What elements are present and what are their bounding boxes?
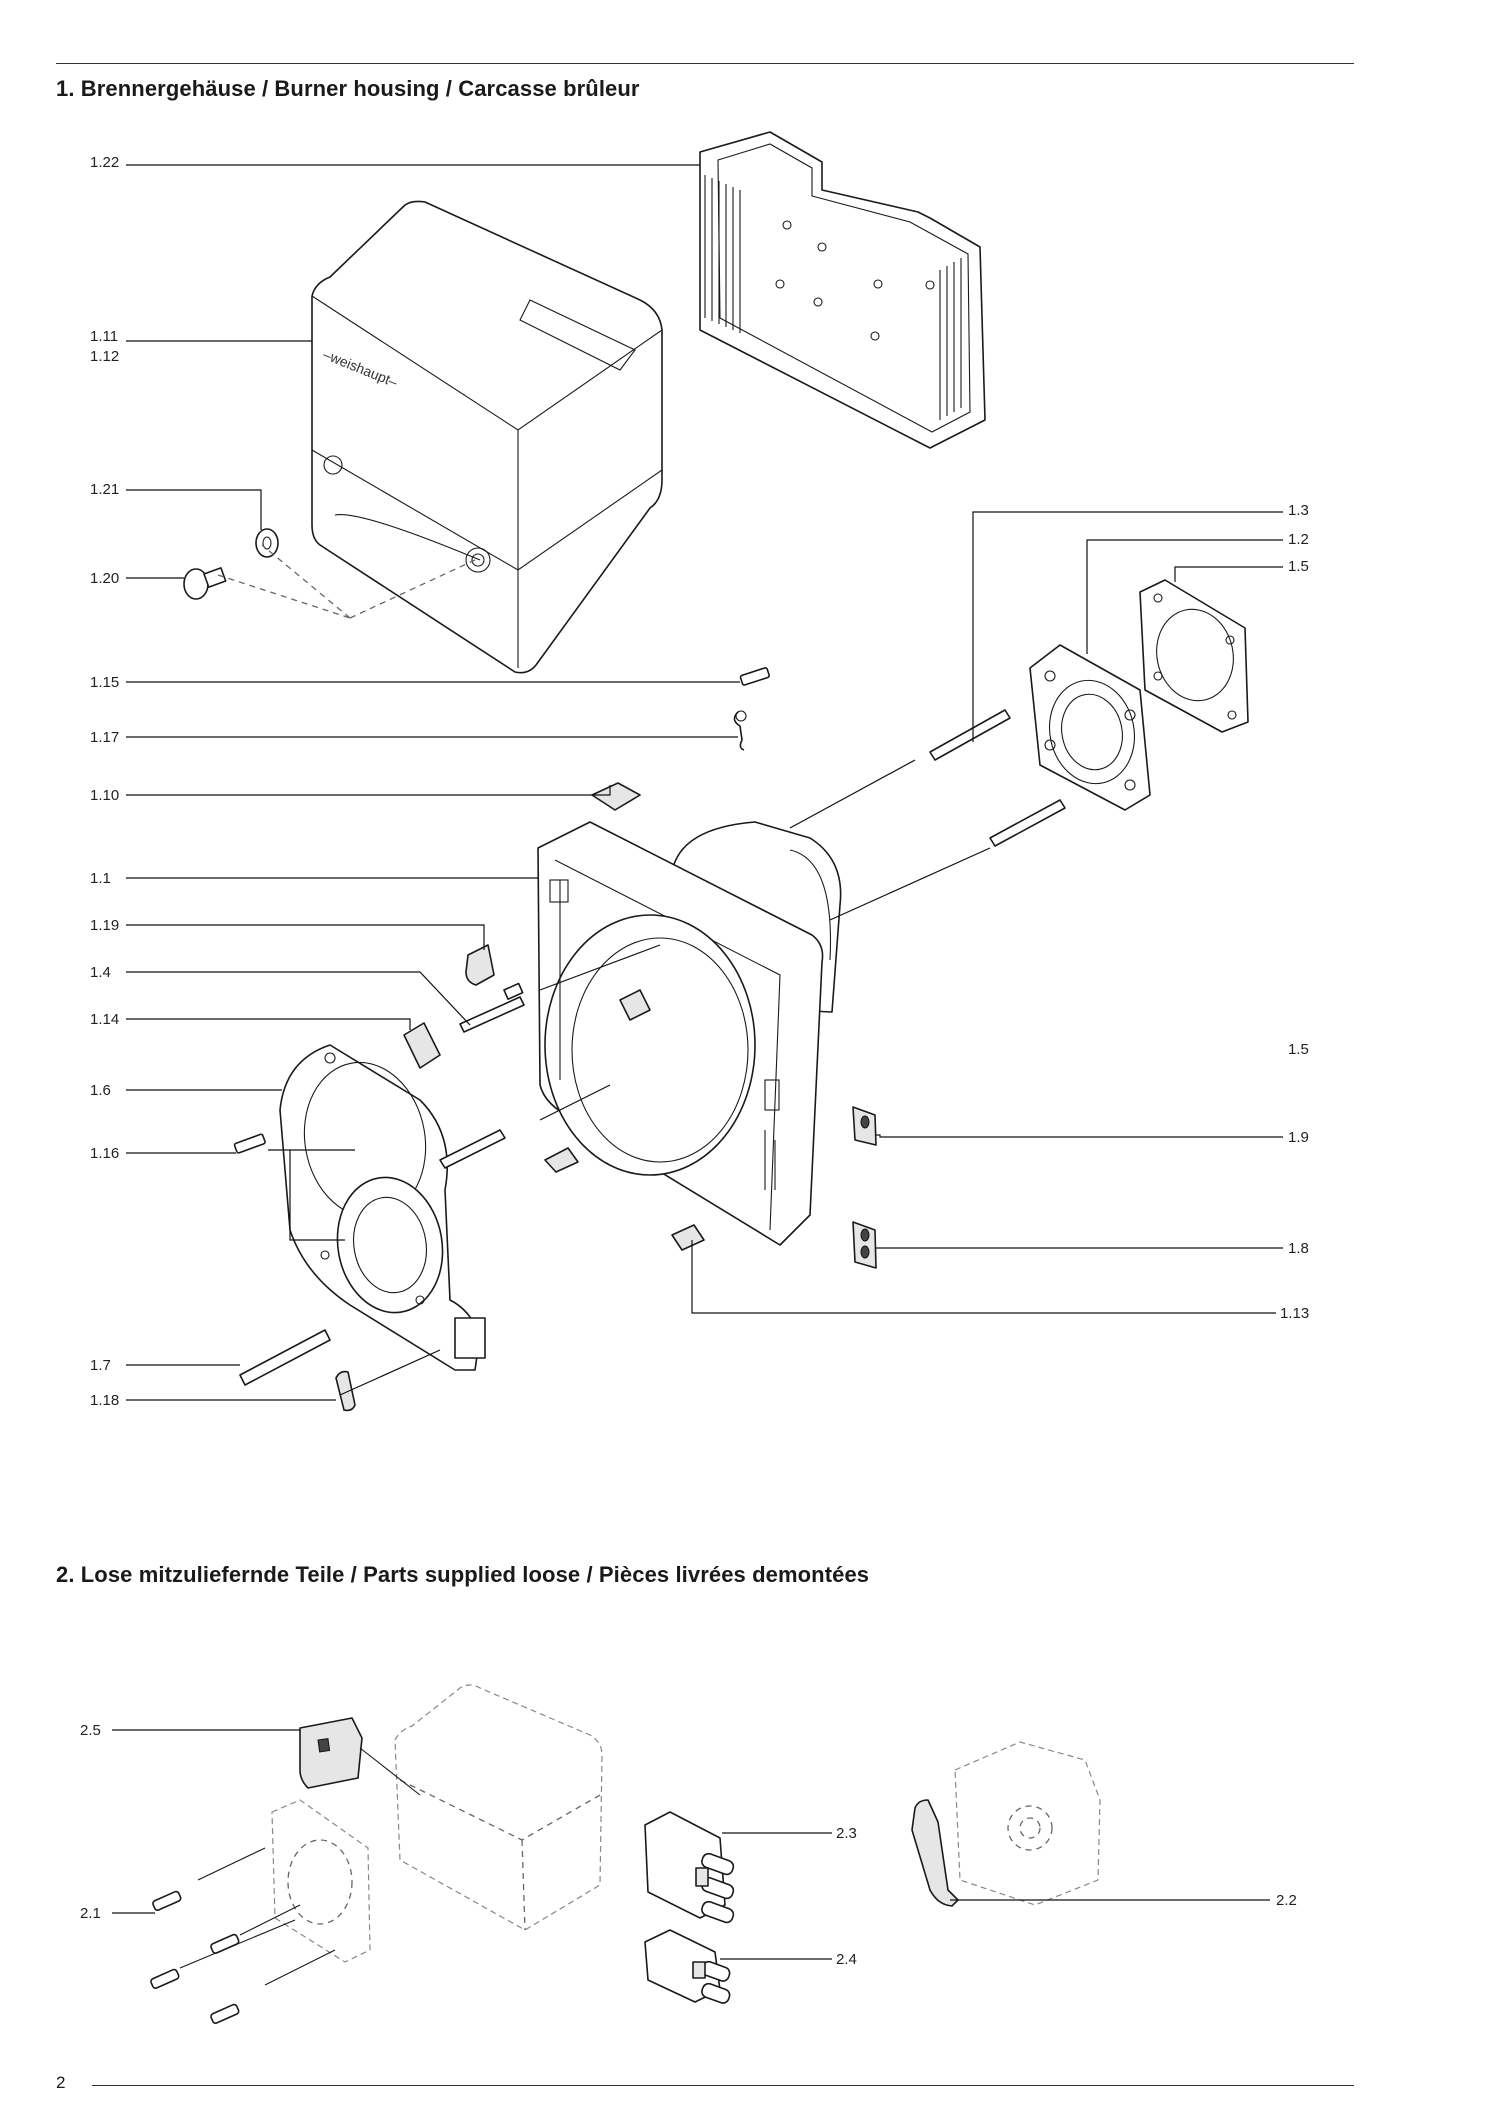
part-1-17-clip (733, 710, 747, 751)
callout-1-22: 1.22 (90, 154, 120, 171)
part-1-18-clip (335, 1370, 356, 1412)
callout-2-4: 2.4 (836, 1951, 857, 1968)
part-1-15-screw (739, 667, 770, 686)
part-1-14-bracket (403, 1022, 441, 1069)
part-1-7-pin (239, 1329, 331, 1386)
section1-title: 1. Brennergehäuse / Burner housing / Car… (56, 76, 640, 101)
part-1-6-flange (279, 1044, 486, 1371)
callout-1-21: 1.21 (90, 481, 120, 498)
callout-1-9: 1.9 (1288, 1129, 1309, 1146)
section2-title: 2. Lose mitzuliefernde Teile / Parts sup… (56, 1562, 870, 1587)
callout-2-1: 2.1 (80, 1905, 101, 1922)
part-2-1-screws (150, 1890, 240, 2024)
reference-valve-dashed (954, 1741, 1101, 1906)
part-1-3-stud-bolts (929, 709, 1066, 847)
callout-1-8: 1.8 (1288, 1240, 1309, 1257)
callout-1-4: 1.4 (90, 964, 111, 981)
part-1-19-tab (465, 944, 495, 986)
part-1-9-clip (852, 1106, 877, 1146)
callout-1-19: 1.19 (90, 917, 120, 934)
part-1-2-adapter-flange (1029, 644, 1151, 811)
callout-2-5: 2.5 (80, 1722, 101, 1739)
page-number: 2 (56, 2073, 66, 2092)
callout-2-2: 2.2 (1276, 1892, 1297, 1909)
leader-lines-section2 (112, 1729, 1270, 1960)
callout-1-5-side: 1.5 (1288, 1041, 1309, 1058)
callout-1-5-gasket: 1.5 (1288, 558, 1309, 575)
part-1-5-gasket (1139, 579, 1249, 733)
part-1-22-rear-cover (699, 131, 986, 449)
callout-1-14: 1.14 (90, 1011, 120, 1028)
callout-1-18: 1.18 (90, 1392, 120, 1409)
part-1-13-clip-lower (544, 1147, 705, 1251)
part-2-4-plug (644, 1929, 731, 2004)
callout-1-12: 1.12 (90, 348, 120, 365)
reference-housing-dashed (394, 1684, 603, 1931)
part-1-4-bolt-lower (439, 1129, 506, 1169)
assembly-line-2-5 (359, 1747, 421, 1796)
leader-lines-section1 (126, 164, 1283, 1401)
callout-1-17: 1.17 (90, 729, 120, 746)
callout-1-3: 1.3 (1288, 502, 1309, 519)
callout-1-13: 1.13 (1280, 1305, 1310, 1322)
part-1-16-screw (233, 1133, 266, 1154)
callout-1-15: 1.15 (90, 674, 120, 691)
part-2-3-plug (644, 1811, 735, 1924)
reference-flange-dashed (271, 1799, 371, 1963)
part-1-20-knurled-screw (183, 567, 227, 600)
callout-1-6: 1.6 (90, 1082, 111, 1099)
callout-1-7: 1.7 (90, 1357, 111, 1374)
assembly-path-1-20 (217, 544, 476, 619)
callout-1-1: 1.1 (90, 870, 111, 887)
bottom-rule (92, 2085, 1354, 2086)
assembly-lines-2-1 (179, 1847, 336, 1986)
part-1-8-clip (852, 1221, 877, 1269)
part-2-2-gasket (911, 1799, 959, 1907)
part-1-10-cover (591, 782, 641, 811)
top-rule (56, 63, 1354, 64)
callout-2-3: 2.3 (836, 1825, 857, 1842)
callout-1-11: 1.11 (90, 328, 119, 345)
part-1-11-hood (311, 200, 663, 674)
callout-1-10: 1.10 (90, 787, 120, 804)
part-1-21-washer (255, 528, 279, 558)
part-2-5-cover (299, 1717, 363, 1789)
callout-1-2: 1.2 (1288, 531, 1309, 548)
part-1-1-burner-housing (537, 821, 842, 1246)
callout-1-20: 1.20 (90, 570, 120, 587)
callout-1-16: 1.16 (90, 1145, 120, 1162)
part-1-4-bolt (459, 982, 525, 1033)
